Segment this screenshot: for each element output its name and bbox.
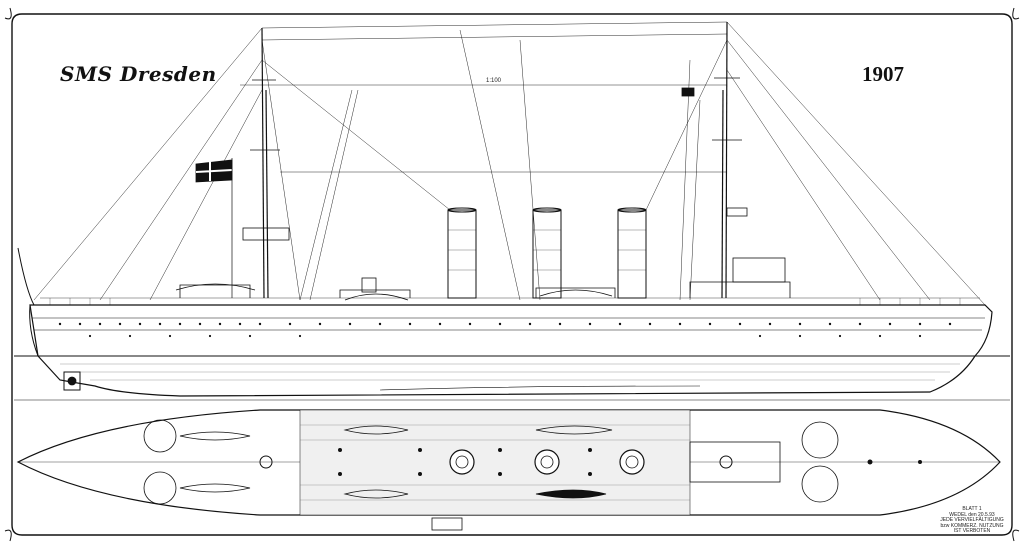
funnels bbox=[447, 207, 647, 299]
rigging bbox=[33, 21, 986, 306]
note-line: JEDE VERVIELFÄLTIGUNG bbox=[940, 517, 1004, 524]
superstructure bbox=[175, 207, 791, 301]
note-line: IST VERBOTEN bbox=[953, 528, 991, 535]
deck-plan bbox=[16, 409, 1001, 531]
sheet-frame bbox=[4, 7, 1020, 542]
masts bbox=[250, 21, 742, 299]
sheet-notes: BLATT 1 WEDEL den 20.5.93 JEDE VERVIELFÄ… bbox=[930, 506, 1014, 535]
fore-mast bbox=[725, 21, 728, 299]
flags bbox=[195, 87, 695, 298]
funnel-top-2 bbox=[534, 449, 560, 475]
hull-profile bbox=[17, 247, 993, 397]
jack-flag-icon bbox=[681, 87, 695, 97]
note-line: BLATT 1 bbox=[962, 506, 982, 512]
aft-mast bbox=[261, 27, 265, 299]
note-line: WEDEL den 20.5.93 bbox=[949, 511, 995, 518]
scale-label: 1:100 bbox=[486, 78, 502, 84]
funnel-1 bbox=[447, 209, 477, 299]
funnel-2 bbox=[532, 209, 562, 299]
funnel-top-3 bbox=[619, 449, 645, 475]
year-label: 1907 bbox=[862, 62, 904, 86]
funnel-top-1 bbox=[449, 449, 475, 475]
note-line: bzw KOMMERZ. NUTZUNG bbox=[940, 522, 1004, 529]
ship-title: SMS Dresden bbox=[60, 62, 217, 86]
funnel-3 bbox=[617, 209, 647, 299]
